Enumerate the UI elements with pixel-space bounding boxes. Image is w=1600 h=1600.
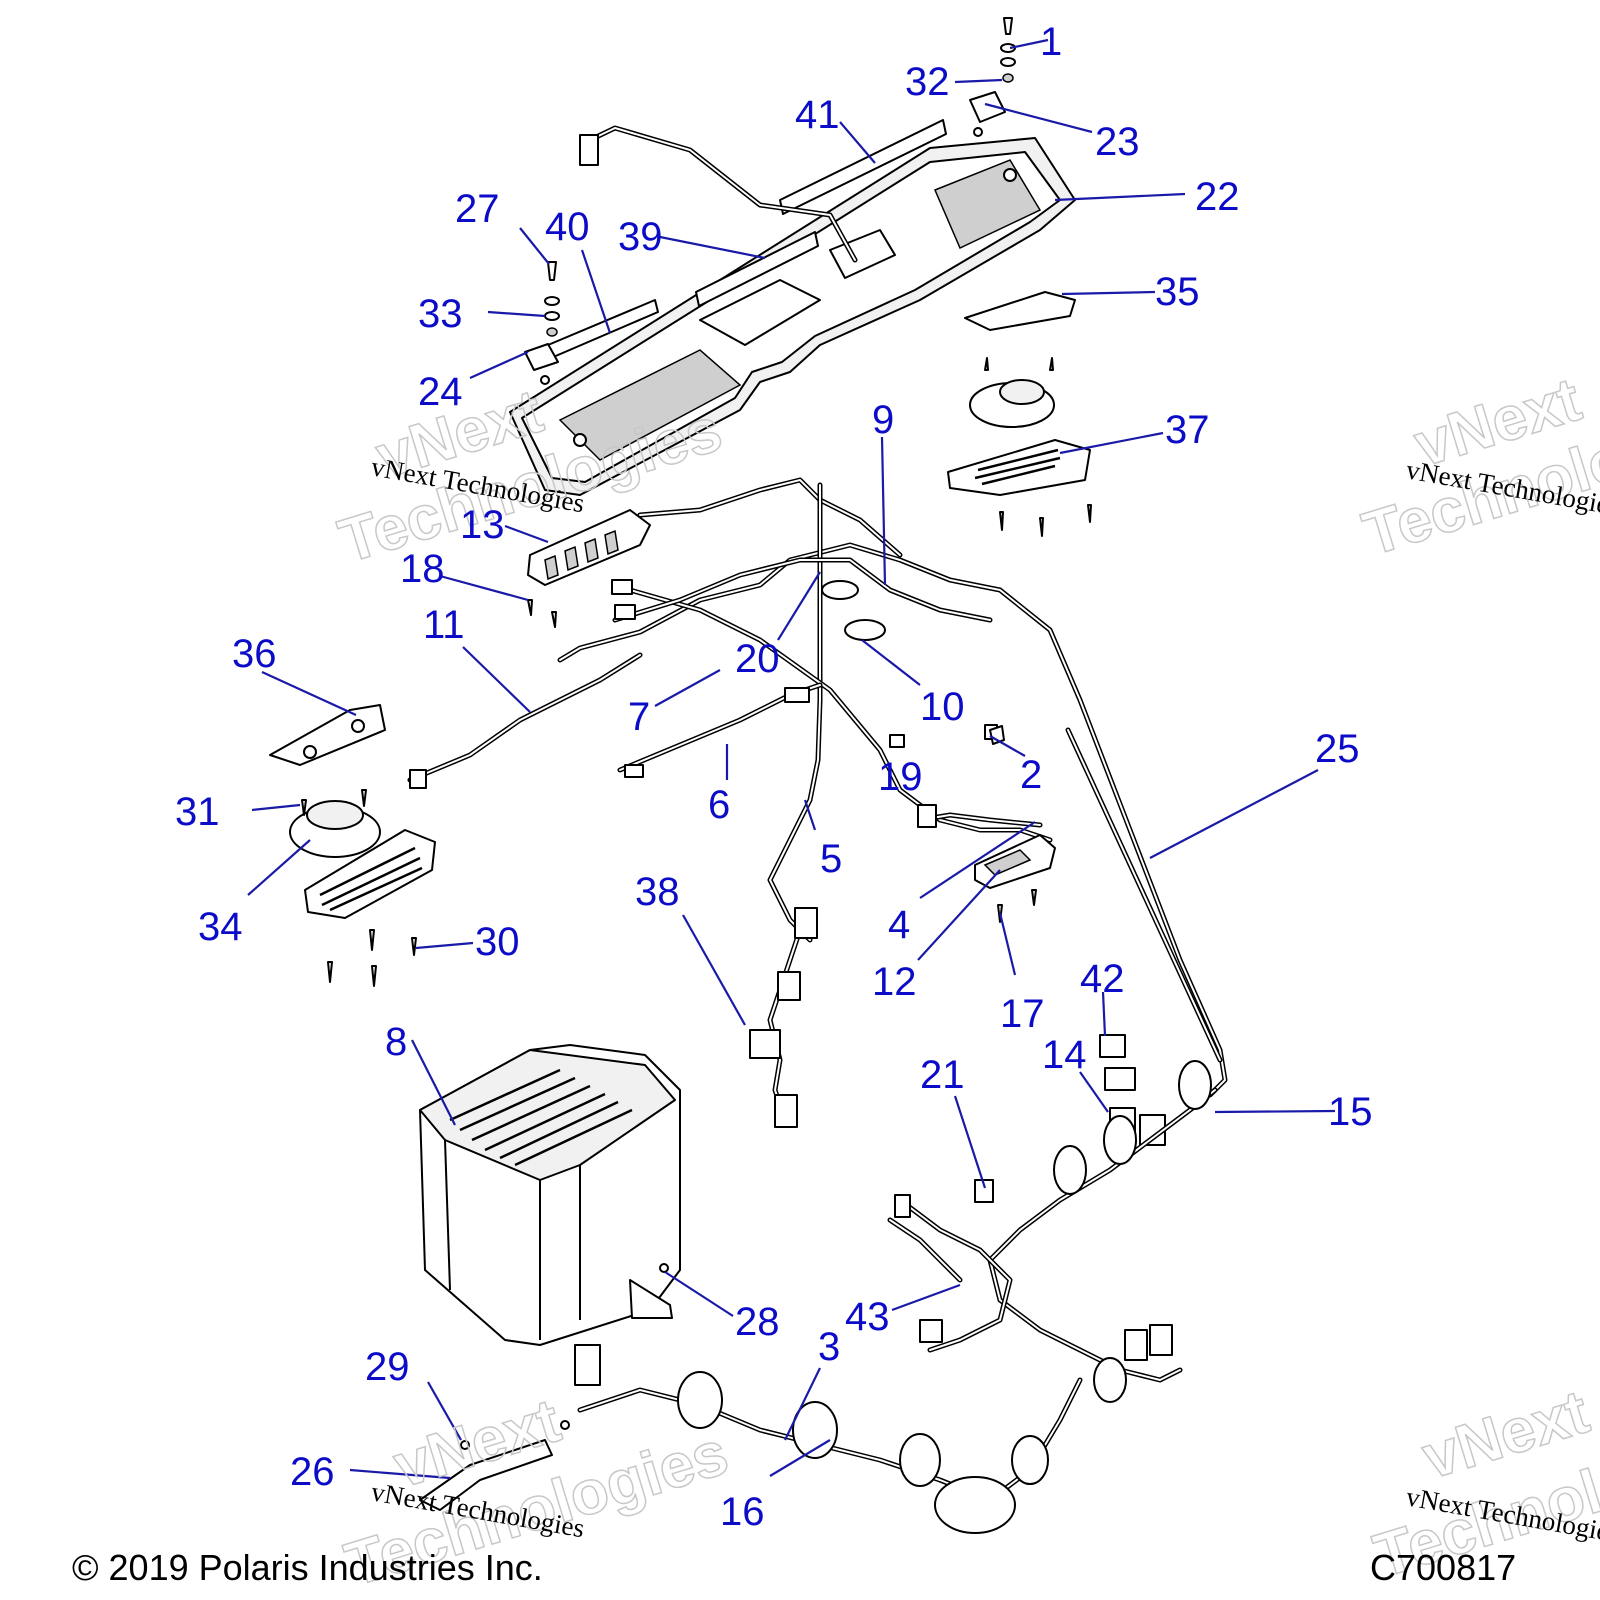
callout-28: 28 xyxy=(735,1300,780,1344)
chassis-harness xyxy=(574,1060,1218,1534)
callout-30: 30 xyxy=(475,920,520,964)
callout-41: 41 xyxy=(795,93,840,137)
callout-7: 7 xyxy=(628,695,650,739)
callout-42: 42 xyxy=(1080,957,1125,1001)
speaker-gasket-36 xyxy=(269,704,386,766)
callout-12: 12 xyxy=(872,960,917,1004)
callout-31: 31 xyxy=(175,790,220,834)
callout-39: 39 xyxy=(618,215,663,259)
callout-2: 2 xyxy=(1020,753,1042,797)
callout-3: 3 xyxy=(818,1325,840,1369)
callout-40: 40 xyxy=(545,205,590,249)
speaker-gasket-35 xyxy=(964,291,1076,331)
copyright-notice: © 2019 Polaris Industries Inc. xyxy=(72,1547,543,1588)
storage-bin-8 xyxy=(419,1044,681,1346)
callout-19: 19 xyxy=(878,755,923,799)
callout-20: 20 xyxy=(735,637,780,681)
speaker-grille-34 xyxy=(304,829,436,919)
connector xyxy=(574,1344,601,1386)
callout-17: 17 xyxy=(1000,992,1045,1036)
callout-37: 37 xyxy=(1165,408,1210,452)
callout-18: 18 xyxy=(400,547,445,591)
callout-5: 5 xyxy=(820,837,842,881)
callout-34: 34 xyxy=(198,905,243,949)
left-speaker-group xyxy=(269,704,436,987)
leader-lines xyxy=(247,38,1336,1480)
bracket-26 xyxy=(419,1420,570,1511)
connector-block-13 xyxy=(527,509,651,628)
callout-43: 43 xyxy=(845,1295,890,1339)
trim-strips xyxy=(547,119,947,359)
callout-11: 11 xyxy=(423,603,465,647)
overhead-wire xyxy=(579,125,858,263)
diagram-id: C700817 xyxy=(1370,1547,1516,1588)
callout-32: 32 xyxy=(905,60,950,104)
callout-23: 23 xyxy=(1095,120,1140,164)
callout-27: 27 xyxy=(455,187,500,231)
connector xyxy=(579,134,599,166)
callout-36: 36 xyxy=(232,632,277,676)
rail-25 xyxy=(1065,727,1223,1063)
bracket-24 xyxy=(524,261,560,385)
callout-6: 6 xyxy=(708,783,730,827)
callout-26: 26 xyxy=(290,1450,335,1494)
callout-8: 8 xyxy=(385,1020,407,1064)
connector-2 xyxy=(989,725,1005,745)
callout-21: 21 xyxy=(920,1053,965,1097)
trim-strip-39 xyxy=(695,231,819,307)
callout-38: 38 xyxy=(635,870,680,914)
callout-14: 14 xyxy=(1042,1033,1087,1077)
callout-4: 4 xyxy=(888,903,910,947)
callout-1: 1 xyxy=(1040,20,1062,64)
callout-22: 22 xyxy=(1195,175,1240,219)
callout-33: 33 xyxy=(418,292,463,336)
right-speaker-group xyxy=(947,291,1092,537)
callout-15: 15 xyxy=(1328,1090,1373,1134)
callout-10: 10 xyxy=(920,685,965,729)
callout-29: 29 xyxy=(365,1345,410,1389)
bracket-23 xyxy=(969,17,1016,137)
roof-harness xyxy=(407,477,1228,1098)
callout-9: 9 xyxy=(872,398,894,442)
callout-16: 16 xyxy=(720,1490,765,1534)
overhead-console xyxy=(509,137,1076,496)
callout-13: 13 xyxy=(460,503,505,547)
callout-25: 25 xyxy=(1315,727,1360,771)
callouts: 1 2 3 4 5 6 7 8 9 10 11 12 13 14 15 16 1… xyxy=(175,20,1373,1534)
harness-38 xyxy=(749,907,818,1128)
callout-24: 24 xyxy=(418,370,463,414)
callout-35: 35 xyxy=(1155,270,1200,314)
